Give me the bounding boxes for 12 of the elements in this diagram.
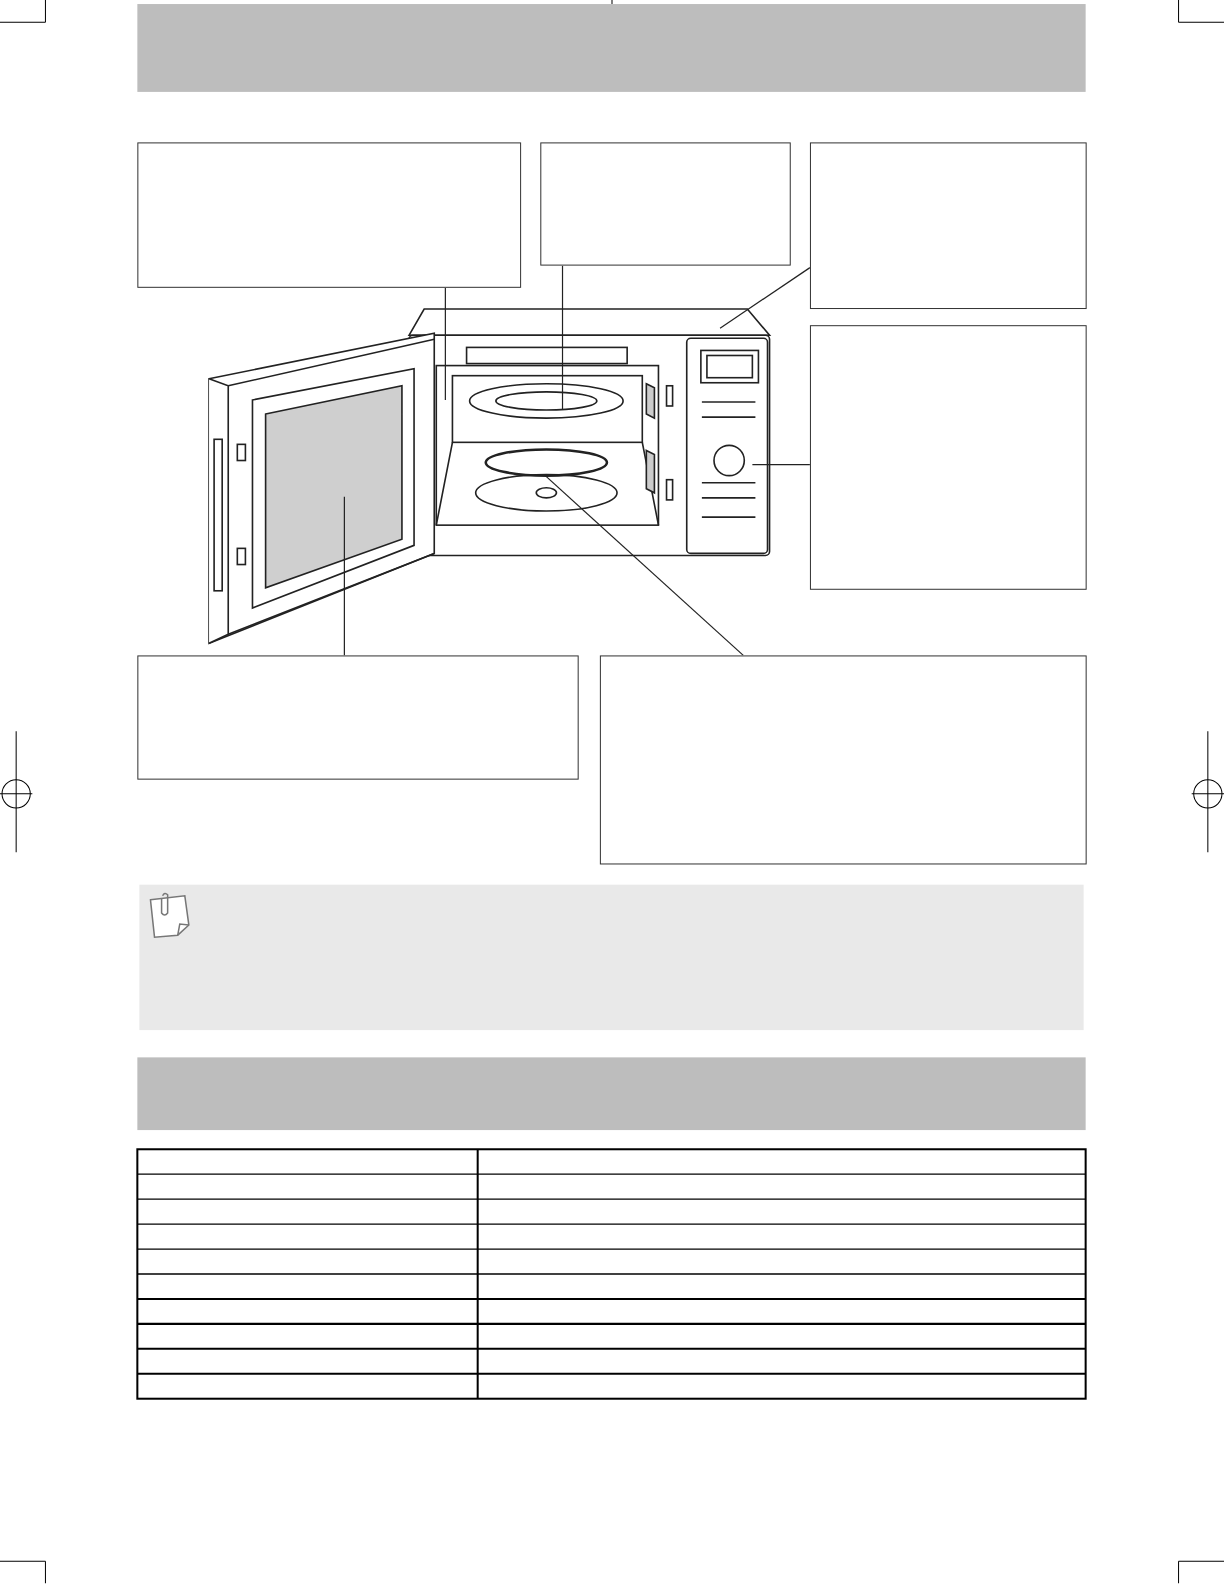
leader-line bbox=[751, 463, 811, 466]
leader-line bbox=[444, 287, 446, 401]
callout-box bbox=[809, 325, 1087, 590]
callout-box bbox=[137, 655, 579, 780]
callout-box bbox=[137, 142, 522, 288]
leader-line bbox=[545, 476, 744, 657]
leader-line bbox=[561, 265, 564, 410]
leader-line bbox=[343, 496, 345, 657]
callout-box bbox=[809, 142, 1087, 310]
callout-box bbox=[540, 142, 791, 266]
callout-box bbox=[599, 655, 1087, 865]
leader-line bbox=[719, 267, 811, 329]
